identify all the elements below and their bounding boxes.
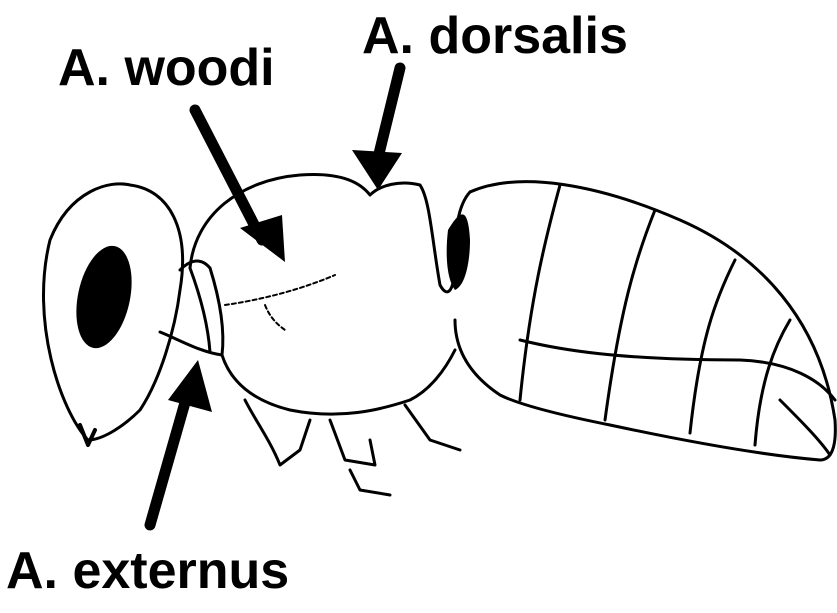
arrow-externus (150, 385, 190, 525)
arrowhead-externus (168, 360, 212, 412)
bee-eye (68, 241, 140, 354)
bee-leg (330, 420, 375, 465)
arrow-woodi (195, 110, 262, 240)
abdomen-segment (690, 260, 735, 433)
wing-base-dotted (225, 275, 335, 330)
label-a-dorsalis: A. dorsalis (362, 10, 628, 62)
bee-leg (245, 400, 310, 465)
bee-abdomen (455, 182, 835, 460)
bee-mandible (80, 425, 95, 445)
propodeal-spot (447, 214, 470, 290)
abdomen-segment (755, 320, 790, 445)
abdomen-segment (520, 185, 560, 400)
bee-leg (350, 470, 390, 495)
abdomen-segment (605, 210, 655, 420)
label-a-woodi: A. woodi (58, 42, 275, 94)
label-a-externus: A. externus (6, 545, 289, 597)
bee-leg (405, 405, 460, 450)
